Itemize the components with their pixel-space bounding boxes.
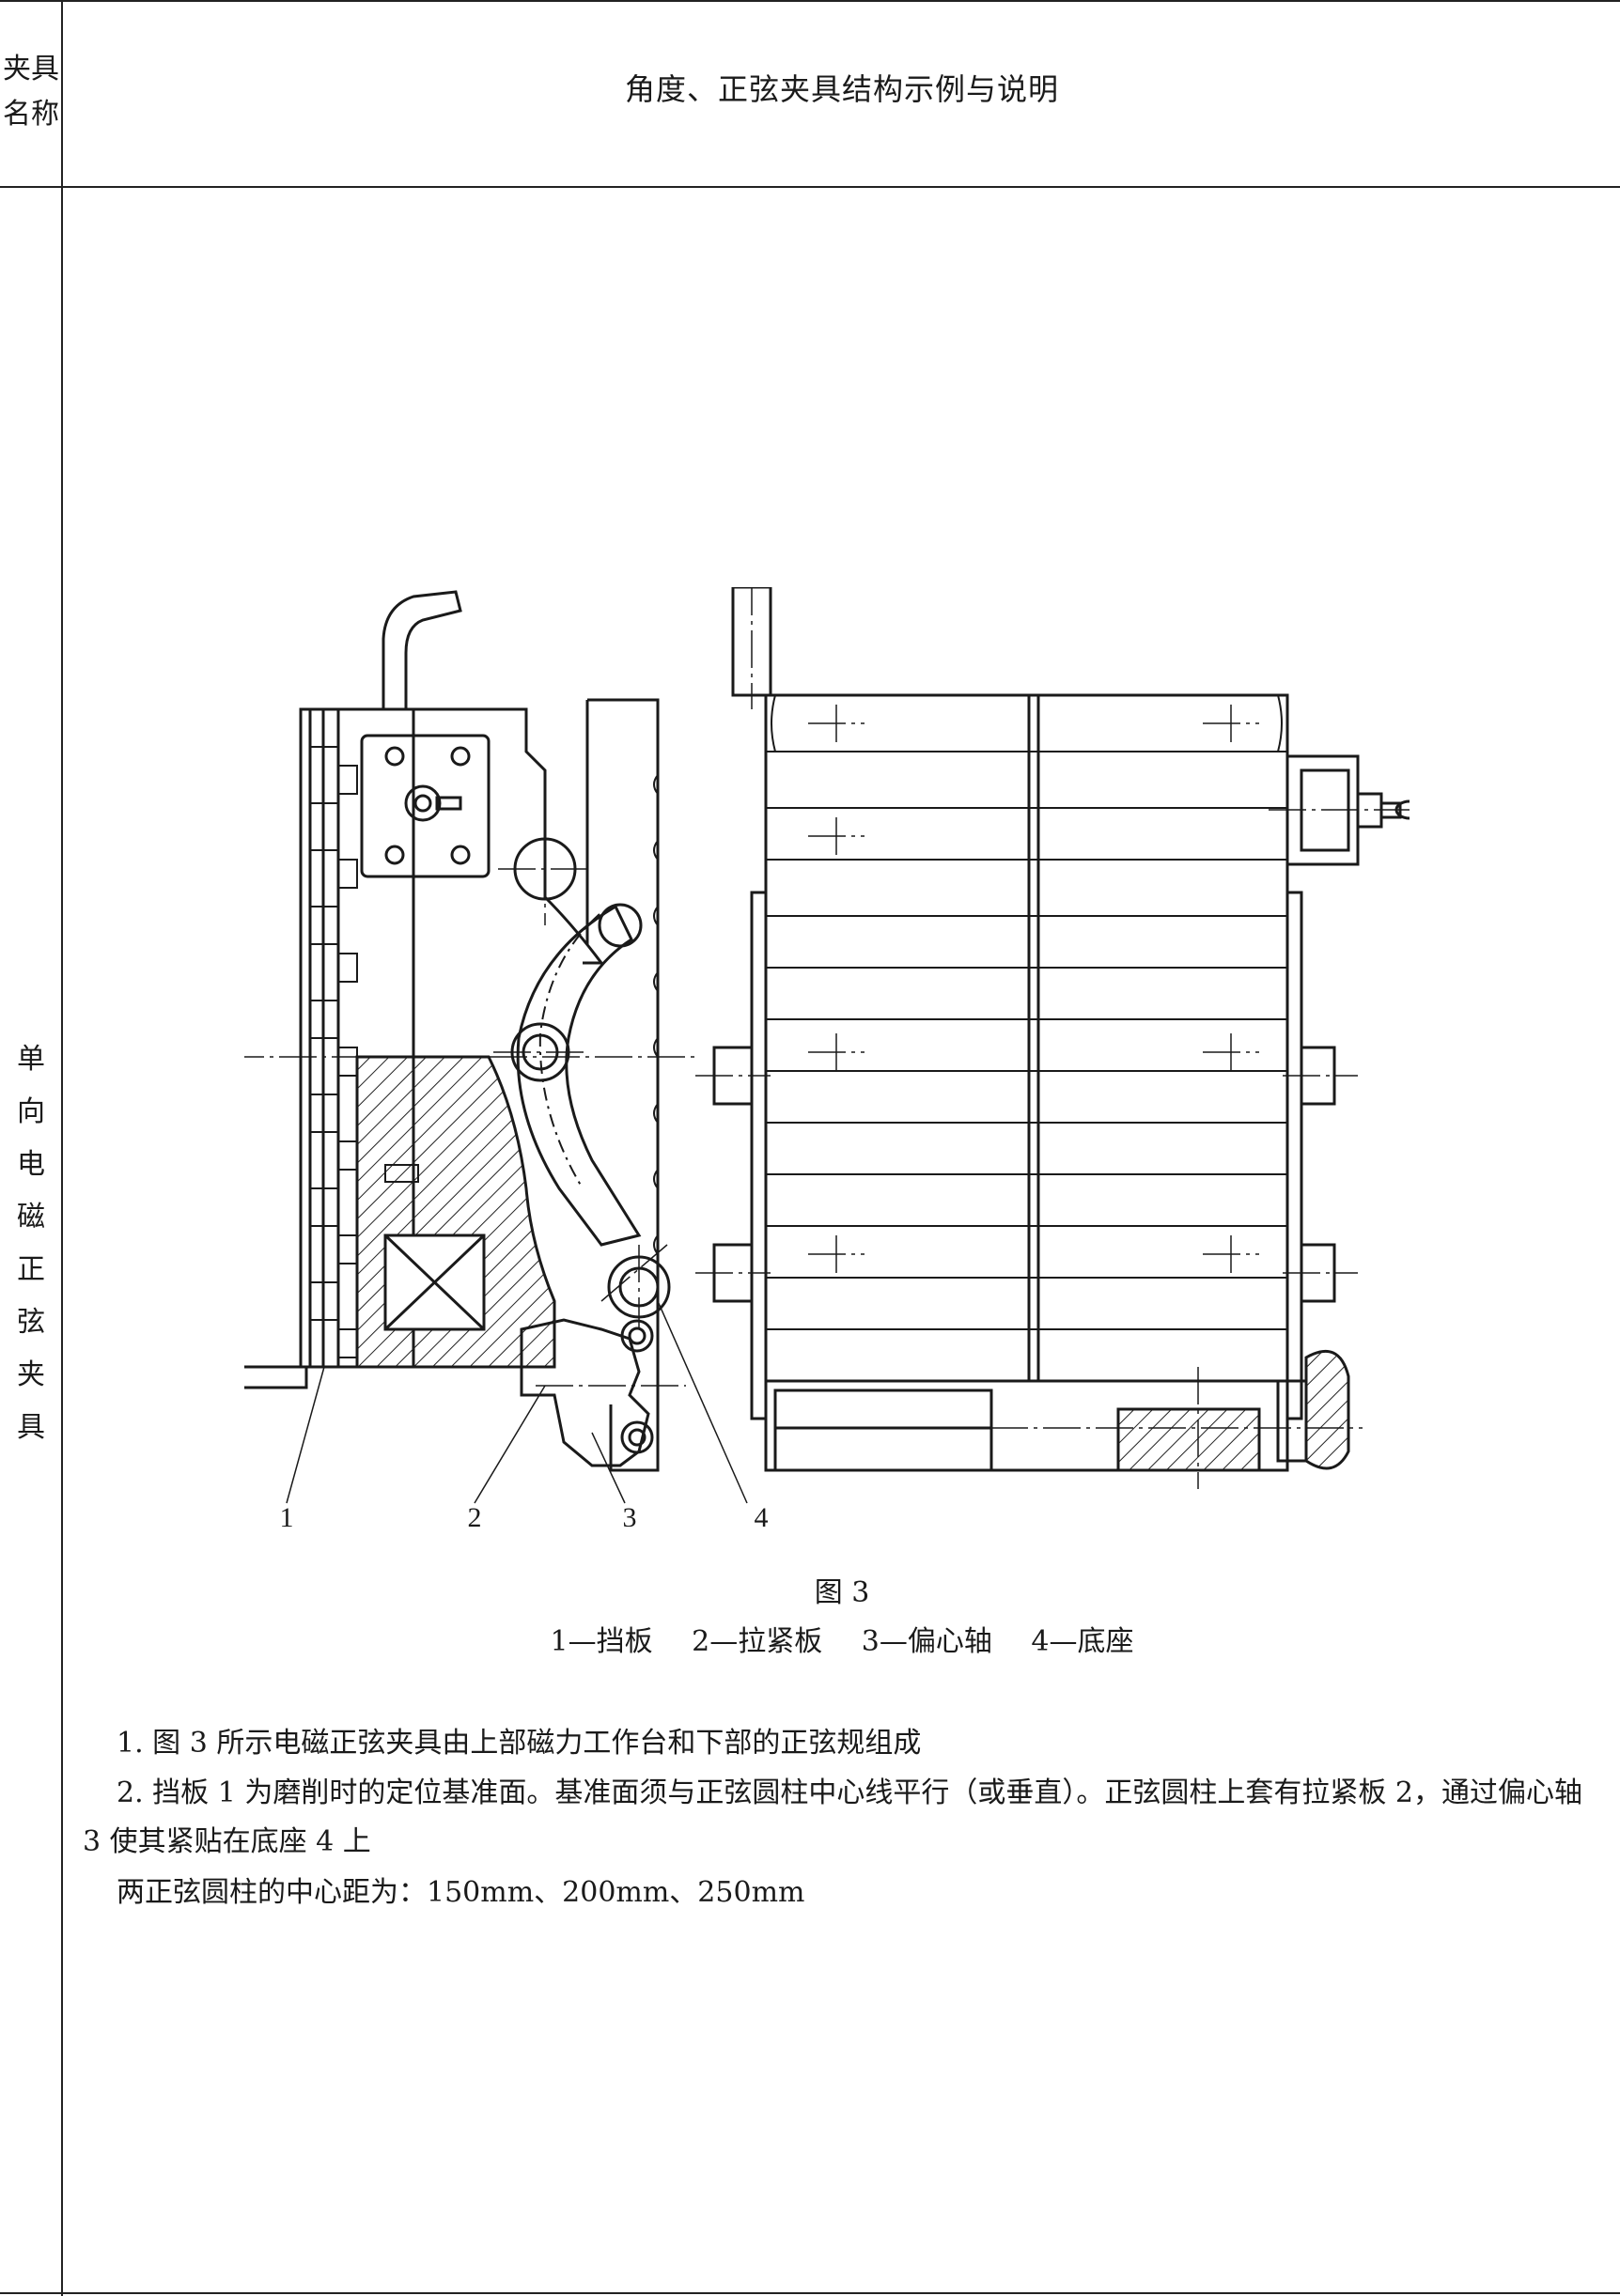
row-label-char: 弦 [17, 1306, 45, 1339]
label-column-divider [61, 0, 63, 2296]
callout-2: 2 [468, 1502, 482, 1527]
row-label: 单 向 电 磁 正 弦 夹 具 [0, 1033, 62, 1454]
row-label-char: 单 [17, 1043, 45, 1076]
description-paragraph-3: 两正弦圆柱的中心距为：150mm、200mm、250mm [117, 1876, 805, 1909]
legend-item: 1—挡板 [550, 1625, 653, 1658]
row-label-char: 磁 [17, 1201, 45, 1233]
row-label-char: 电 [17, 1148, 45, 1181]
header-label: 夹具名称 [3, 53, 59, 131]
description-paragraph-2: 2. 挡板 1 为磨削时的定位基准面。基准面须与正弦圆柱中心线平行（或垂直）。正… [83, 1776, 1582, 1858]
legend-item: 4—底座 [1031, 1625, 1134, 1658]
row-label-char: 具 [17, 1411, 45, 1444]
fixture-drawing: 1 2 3 4 [244, 587, 1410, 1527]
front-view [695, 587, 1410, 1489]
row-label-char: 向 [17, 1095, 45, 1128]
row-label-char: 夹 [17, 1358, 45, 1391]
header-divider [0, 186, 1620, 188]
table-top-border [0, 0, 1620, 2]
page-title: 角度、正弦夹具结构示例与说明 [624, 71, 1059, 107]
side-view [244, 590, 748, 1504]
callout-3: 3 [623, 1502, 637, 1527]
description-paragraph-1: 1. 图 3 所示电磁正弦夹具由上部磁力工作台和下部的正弦规组成 [117, 1727, 922, 1760]
callout-4: 4 [755, 1502, 769, 1527]
legend-item: 3—偏心轴 [861, 1625, 992, 1658]
table-bottom-border [0, 2292, 1620, 2294]
row-label-char: 正 [17, 1253, 45, 1286]
figure-caption: 图 3 [814, 1576, 870, 1609]
callout-1: 1 [280, 1502, 294, 1527]
figure-legend: 1—挡板 2—拉紧板 3—偏心轴 4—底座 [64, 1618, 1620, 1659]
legend-item: 2—拉紧板 [692, 1625, 823, 1658]
